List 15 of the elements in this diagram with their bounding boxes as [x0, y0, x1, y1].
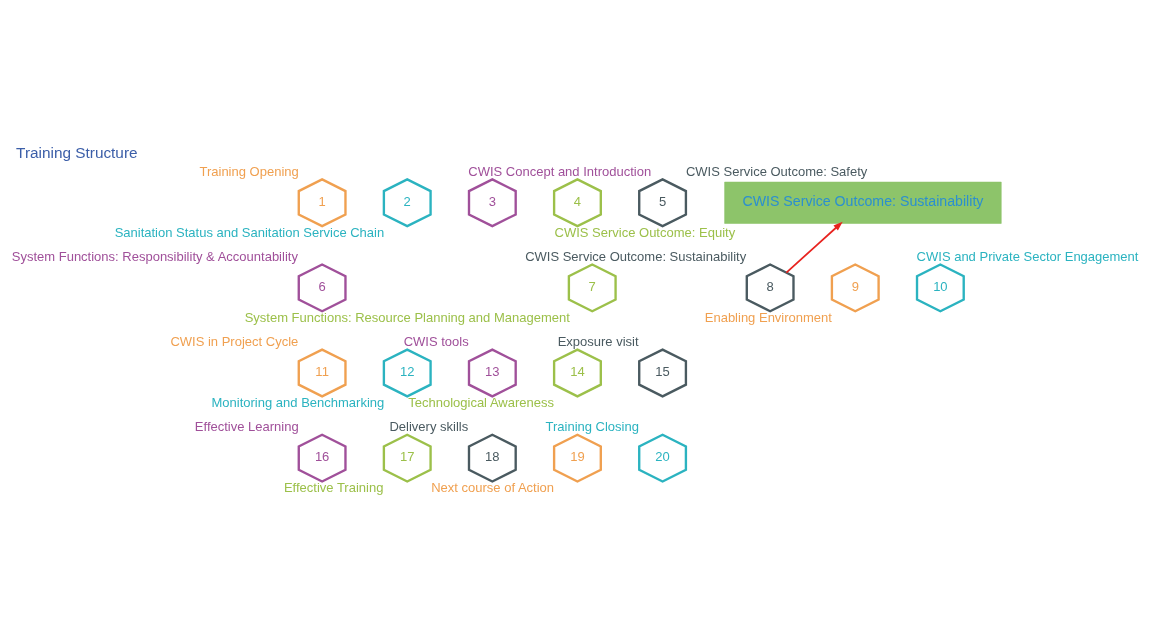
node-label: CWIS in Project Cycle [170, 333, 299, 349]
arrow [785, 221, 843, 274]
node-label: CWIS Concept and Introduction [468, 163, 652, 179]
node-label: CWIS and Private Sector Engagement [916, 248, 1139, 264]
node-label: Delivery skills [389, 418, 469, 434]
node-label: Effective Learning [194, 418, 299, 434]
node-label: CWIS tools [403, 333, 469, 349]
node-label: CWIS Service Outcome: Safety [685, 163, 868, 179]
node-label: System Functions: Responsibility & Accountability [11, 248, 298, 264]
node-label: Training Opening [199, 163, 299, 179]
diagram-title: Training Structure [16, 144, 138, 162]
node-label: Exposure visit [557, 333, 639, 349]
node-box: CWIS Service Outcome: Sustainability [724, 181, 1002, 224]
node-label: CWIS Service Outcome: Sustainability [525, 248, 747, 264]
node-label: Training Closing [545, 418, 639, 434]
